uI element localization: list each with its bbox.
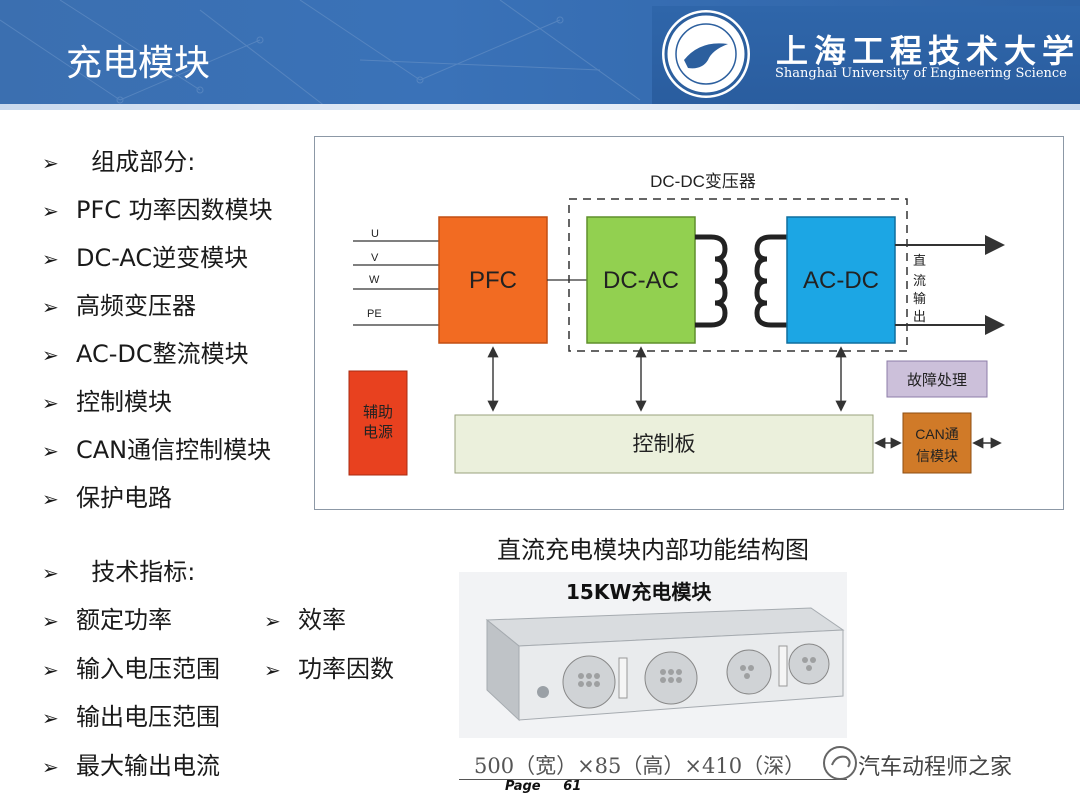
output-label-char: 流 [913,273,926,288]
university-name-cn: 上海工程技术大学 [776,32,1080,70]
bullet-item: ➢高频变压器 [42,292,196,320]
bullet-item: ➢输入电压范围 [42,655,220,683]
seal-emblem-icon [664,12,748,96]
wechat-icon [823,746,857,780]
bullet-item: ➢效率 [264,606,346,634]
aux-power-block [348,370,408,476]
bullet-composition-heading: ➢ 组成部分: [42,148,196,176]
output-label-char: 直 [913,253,926,268]
pfc-block [438,216,548,344]
can-comm-block [902,412,972,474]
bullet-arrow-icon: ➢ [42,295,59,319]
bullet-arrow-icon: ➢ [42,439,59,463]
output-label-char: 出 [913,309,926,324]
bullet-specs-heading: ➢ 技术指标: [42,558,196,586]
can-comm-label: 信模块 [916,448,958,464]
dcdc-transformer-group [568,198,908,352]
bullet-item: ➢控制模块 [42,388,172,416]
bullet-item: ➢输出电压范围 [42,703,220,731]
bullet-item: ➢功率因数 [264,655,394,683]
bullet-item: ➢CAN通信控制模块 [42,436,272,464]
fault-handling-label: 故障处理 [907,371,967,389]
bullet-arrow-icon: ➢ [42,199,59,223]
block-diagram: DC-DC变压器 U V W PE PFC DC-AC AC-DC 直 [314,136,1064,510]
university-name-en: Shanghai University of Engineering Scien… [775,66,1067,81]
watermark-logo [822,745,1052,781]
slide-header: 充电模块 上海工程技术大学 Shanghai University of Eng… [0,0,1080,110]
bullet-arrow-icon: ➢ [42,391,59,415]
header-network-pattern [0,0,641,110]
bullet-arrow-icon: ➢ [42,487,59,511]
bullet-arrow-icon: ➢ [42,755,59,779]
pfc-label: PFC [469,267,517,294]
block-diagram-svg: DC-DC变压器 U V W PE PFC DC-AC AC-DC 直 [348,172,1005,476]
dcac-label: DC-AC [603,267,679,294]
input-label-u: U [371,228,379,240]
input-label-v: V [371,252,379,264]
bullet-arrow-icon: ➢ [42,609,59,633]
dcac-block [586,216,696,344]
dimensions-underline [459,779,847,780]
diagram-caption: 直流充电模块内部功能结构图 [497,536,809,564]
page-number: Page 61 [505,779,582,794]
input-label-pe: PE [367,308,382,320]
control-board-block [454,414,874,474]
input-label-w: W [369,274,380,286]
bullet-arrow-icon: ➢ [42,658,59,682]
watermark-text: 汽车动程师之家 [858,755,1013,780]
bullet-arrow-icon: ➢ [42,561,59,585]
acdc-block [786,216,896,344]
transformer-coil-icon [695,234,787,328]
acdc-label: AC-DC [803,267,879,294]
module-dimensions: 500（宽）×85（高）×410（深） [474,754,806,778]
header-stripe [0,104,1080,110]
bullet-item: ➢额定功率 [42,606,172,634]
aux-power-label: 辅助 [363,404,393,421]
bullet-item: ➢PFC 功率因数模块 [42,196,273,224]
dcdc-group-label: DC-DC变压器 [650,172,756,191]
fault-handling-block [886,360,988,398]
bullet-arrow-icon: ➢ [42,151,59,175]
control-board-label: 控制板 [633,433,696,456]
can-comm-label: CAN通 [915,426,959,442]
charging-module-illustration [485,607,845,722]
photo-title: 15KW充电模块 [566,580,712,604]
bullet-item: ➢保护电路 [42,484,172,512]
output-label-char: 输 [913,291,926,306]
bullet-arrow-icon: ➢ [42,247,59,271]
bullet-arrow-icon: ➢ [264,658,281,682]
bullet-arrow-icon: ➢ [264,609,281,633]
charging-module-photo [459,572,847,738]
aux-power-label: 电源 [363,424,393,441]
bullet-item: ➢最大输出电流 [42,752,220,780]
bullet-arrow-icon: ➢ [42,706,59,730]
bullet-arrow-icon: ➢ [42,343,59,367]
bullet-item: ➢DC-AC逆变模块 [42,244,249,272]
page-title: 充电模块 [66,43,211,84]
bullet-item: ➢AC-DC整流模块 [42,340,249,368]
university-seal [662,10,750,98]
